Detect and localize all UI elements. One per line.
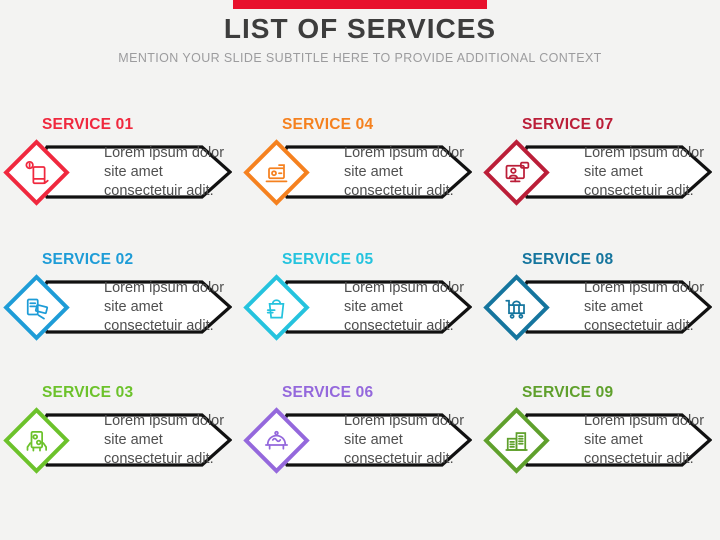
service-description: Lorem ipsum dolor site amet consectetuir… [344, 412, 465, 467]
service-description: Lorem ipsum dolor site amet consectetuir… [584, 144, 705, 199]
arrow-banner-shape [512, 280, 712, 334]
service-title: SERVICE 01 [42, 116, 134, 133]
arrow-banner-shape [32, 145, 232, 199]
online-support-icon [502, 158, 532, 188]
arrow-banner-shape [32, 280, 232, 334]
service-diamond [3, 407, 70, 474]
service-description: Lorem ipsum dolor site amet consectetuir… [584, 412, 705, 467]
service-description: Lorem ipsum dolor site amet consectetuir… [344, 144, 465, 199]
slide-accent-bar [233, 0, 487, 9]
service-banner: Lorem ipsum dolor site amet consectetuir… [512, 278, 712, 336]
service-banner: Lorem ipsum dolor site amet consectetuir… [32, 411, 232, 469]
service-card-08: SERVICE 08 Lorem ipsum dolor site amet c… [482, 251, 718, 343]
shopping-bag-icon [262, 293, 292, 323]
control-panel-icon [22, 426, 52, 456]
service-card-03: SERVICE 03 Lorem ipsum dolor site amet c… [2, 384, 238, 476]
service-banner: Lorem ipsum dolor site amet consectetuir… [272, 278, 472, 336]
service-diamond [483, 139, 550, 206]
service-title: SERVICE 03 [42, 384, 134, 401]
service-title: SERVICE 07 [522, 116, 614, 133]
service-banner: Lorem ipsum dolor site amet consectetuir… [512, 411, 712, 469]
slide-subtitle: MENTION YOUR SLIDE SUBTITLE HERE TO PROV… [118, 51, 602, 65]
service-diamond [243, 407, 310, 474]
service-description: Lorem ipsum dolor site amet consectetuir… [344, 279, 465, 334]
service-banner: Lorem ipsum dolor site amet consectetuir… [512, 143, 712, 201]
food-tray-icon [262, 426, 292, 456]
service-title: SERVICE 05 [282, 251, 374, 268]
service-diamond [483, 407, 550, 474]
service-description: Lorem ipsum dolor site amet consectetuir… [104, 412, 225, 467]
arrow-banner-shape [272, 413, 472, 467]
service-title: SERVICE 09 [522, 384, 614, 401]
service-title: SERVICE 08 [522, 251, 614, 268]
arrow-banner-shape [32, 413, 232, 467]
service-diamond [483, 274, 550, 341]
service-card-06: SERVICE 06 Lorem ipsum dolor site amet c… [242, 384, 478, 476]
service-description: Lorem ipsum dolor site amet consectetuir… [584, 279, 705, 334]
service-description: Lorem ipsum dolor site amet consectetuir… [104, 144, 225, 199]
arrow-banner-shape [512, 145, 712, 199]
arrow-banner-shape [512, 413, 712, 467]
service-title: SERVICE 04 [282, 116, 374, 133]
service-diamond [3, 139, 70, 206]
service-card-07: SERVICE 07 Lorem ipsum dolor site amet c… [482, 116, 718, 208]
service-card-05: SERVICE 05 Lorem ipsum dolor site amet c… [242, 251, 478, 343]
mobile-payment-icon [22, 158, 52, 188]
arrow-banner-shape [272, 145, 472, 199]
service-diamond [243, 139, 310, 206]
card-payment-icon [22, 293, 52, 323]
service-banner: Lorem ipsum dolor site amet consectetuir… [272, 143, 472, 201]
slide-title: LIST OF SERVICES [223, 13, 497, 44]
service-banner: Lorem ipsum dolor site amet consectetuir… [32, 278, 232, 336]
service-banner: Lorem ipsum dolor site amet consectetuir… [32, 143, 232, 201]
payment-machine-icon [262, 158, 292, 188]
service-title: SERVICE 06 [282, 384, 374, 401]
service-card-01: SERVICE 01 Lorem ipsum dolor site amet c… [2, 116, 238, 208]
luggage-cart-icon [502, 293, 532, 323]
service-card-04: SERVICE 04 Lorem ipsum dolor site amet c… [242, 116, 478, 208]
service-banner: Lorem ipsum dolor site amet consectetuir… [272, 411, 472, 469]
service-title: SERVICE 02 [42, 251, 134, 268]
service-diamond [243, 274, 310, 341]
buildings-icon [502, 426, 532, 456]
service-card-09: SERVICE 09 Lorem ipsum dolor site amet c… [482, 384, 718, 476]
arrow-banner-shape [272, 280, 472, 334]
service-card-02: SERVICE 02 Lorem ipsum dolor site amet c… [2, 251, 238, 343]
service-diamond [3, 274, 70, 341]
service-description: Lorem ipsum dolor site amet consectetuir… [104, 279, 225, 334]
